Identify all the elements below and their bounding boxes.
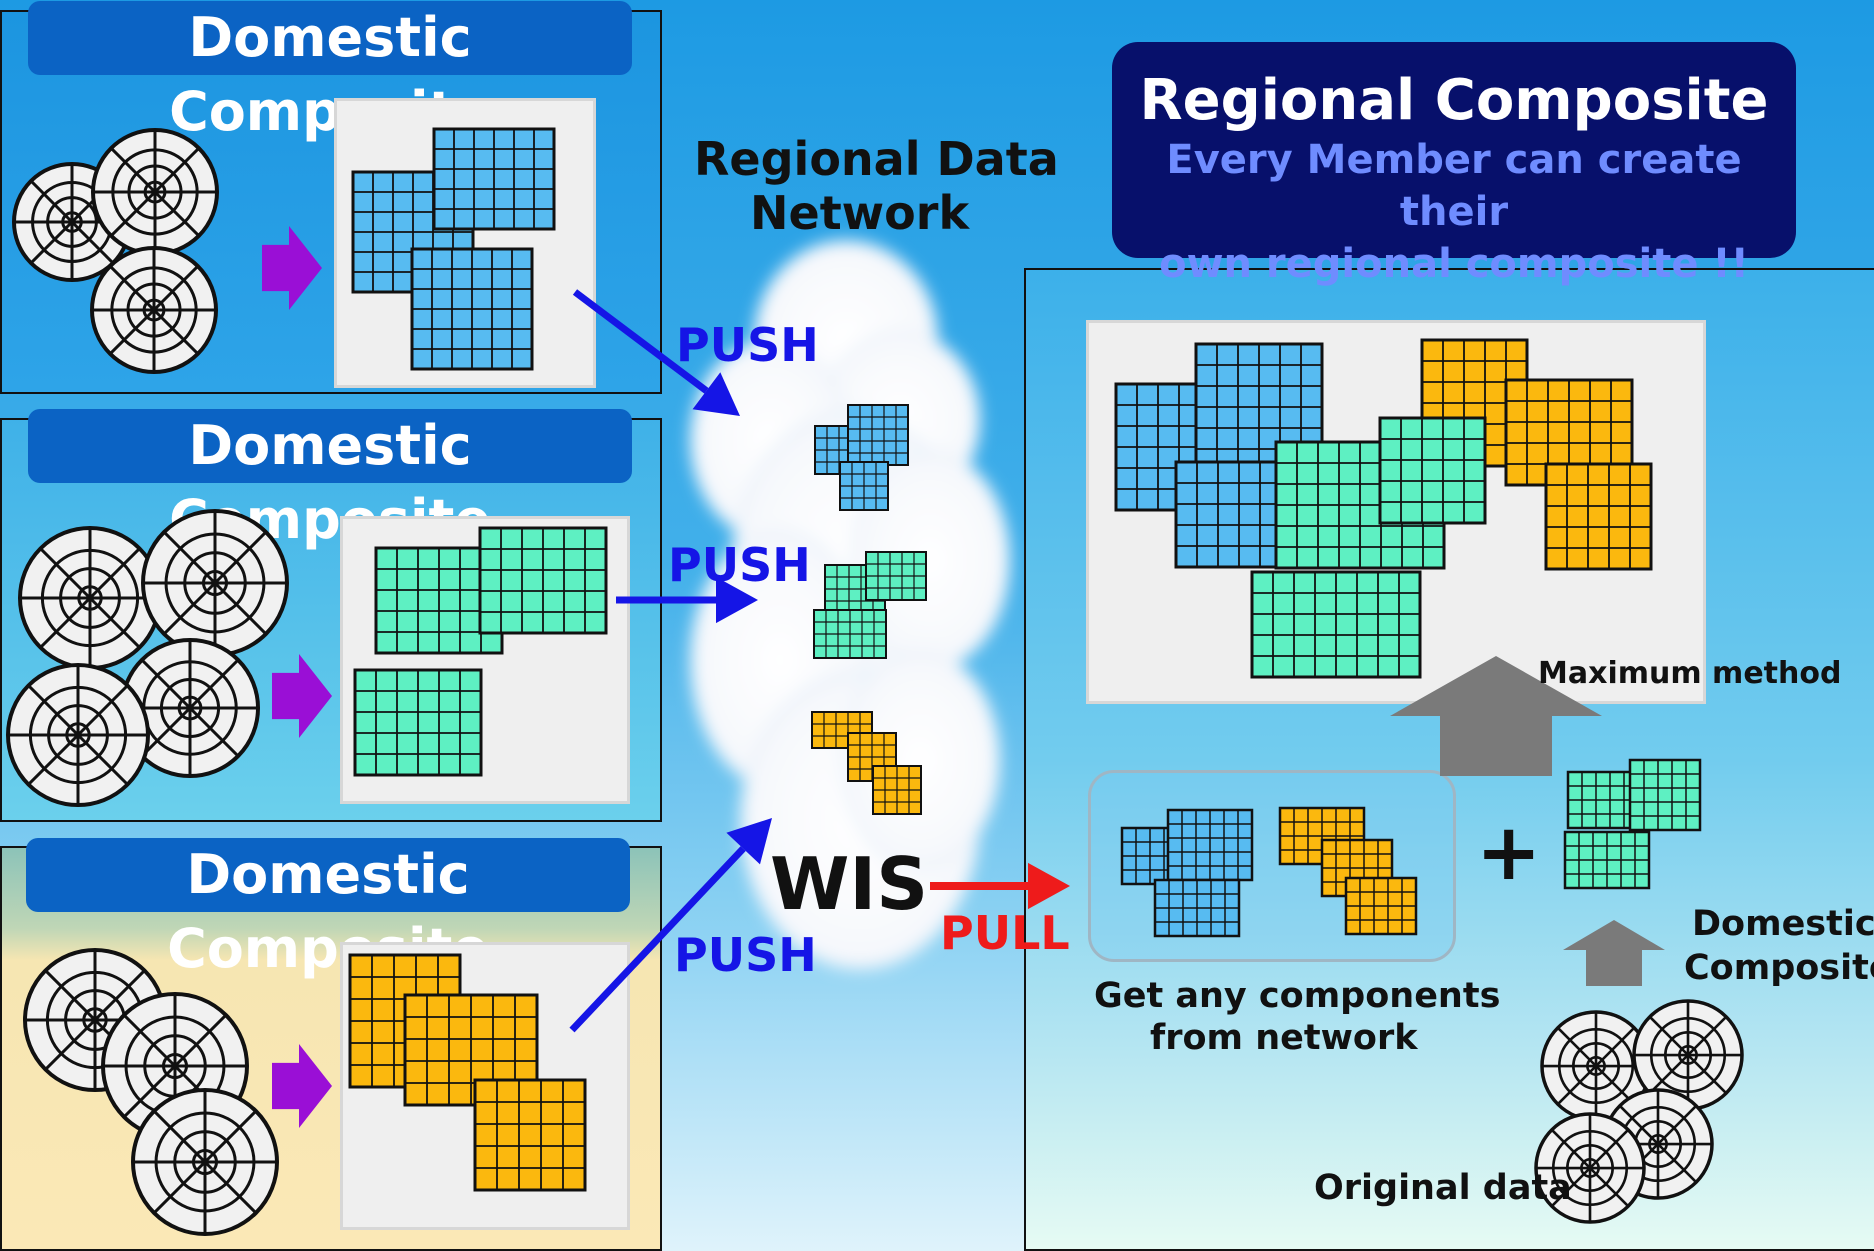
purple-arrow-3	[272, 1044, 332, 1128]
network-grid-yellow	[811, 711, 922, 815]
maximum-method-arrow	[1390, 656, 1602, 776]
push-arrow-2	[616, 576, 758, 624]
push-label-3: PUSH	[674, 928, 817, 982]
pull-arrow	[930, 862, 1070, 910]
push-arrow-3	[569, 818, 772, 1033]
push-label-2: PUSH	[668, 538, 811, 592]
radar-icon	[18, 526, 162, 670]
radar-grid-green	[353, 526, 608, 777]
radar-icon	[90, 246, 218, 374]
regional-subtitle-line1: Every Member can create their	[1166, 137, 1742, 235]
radar-grid-blue	[351, 127, 556, 371]
plus-sign: +	[1476, 808, 1542, 898]
domestic-grid-green	[1563, 758, 1702, 890]
radar-icon	[131, 1088, 279, 1236]
regional-title: Regional Composite	[1139, 68, 1769, 133]
push-arrow-1	[572, 289, 740, 416]
network-grid-green	[813, 551, 927, 659]
maximum-method-label: Maximum method	[1538, 656, 1842, 691]
radar-icon	[1534, 1112, 1646, 1224]
regional-grid	[1114, 338, 1653, 679]
component-grid-yellow	[1278, 806, 1418, 936]
purple-arrow-2	[272, 654, 332, 738]
domestic-title-3: Domestic Composite	[26, 838, 630, 980]
network-title-line1: Regional Data	[694, 132, 1059, 186]
radar-icon	[1540, 1010, 1652, 1122]
network-title-line2: Network	[750, 186, 970, 240]
radar-grid-yellow	[348, 953, 587, 1192]
original-data-label: Original data	[1314, 1168, 1572, 1208]
pull-label: PULL	[940, 906, 1070, 960]
components-label-line1: Get any components	[1094, 976, 1501, 1016]
regional-title-box: Regional Composite Every Member can crea…	[1112, 42, 1796, 287]
radar-icon	[91, 128, 219, 256]
push-label-1: PUSH	[676, 318, 819, 372]
network-grid-blue	[814, 404, 909, 511]
regional-subtitle-line2: own regional composite !!	[1159, 241, 1749, 287]
domestic-label-line2: Composite	[1684, 948, 1874, 988]
domestic-up-arrow	[1563, 920, 1665, 986]
wis-label: WIS	[770, 842, 929, 926]
radar-icon	[120, 638, 260, 778]
radar-icon	[6, 663, 150, 807]
domestic-label-line1: Domestic	[1692, 904, 1874, 944]
purple-arrow-1	[262, 226, 322, 310]
components-label-line2: from network	[1150, 1018, 1418, 1058]
component-grid-blue	[1120, 808, 1254, 938]
radar-icon	[141, 509, 289, 657]
